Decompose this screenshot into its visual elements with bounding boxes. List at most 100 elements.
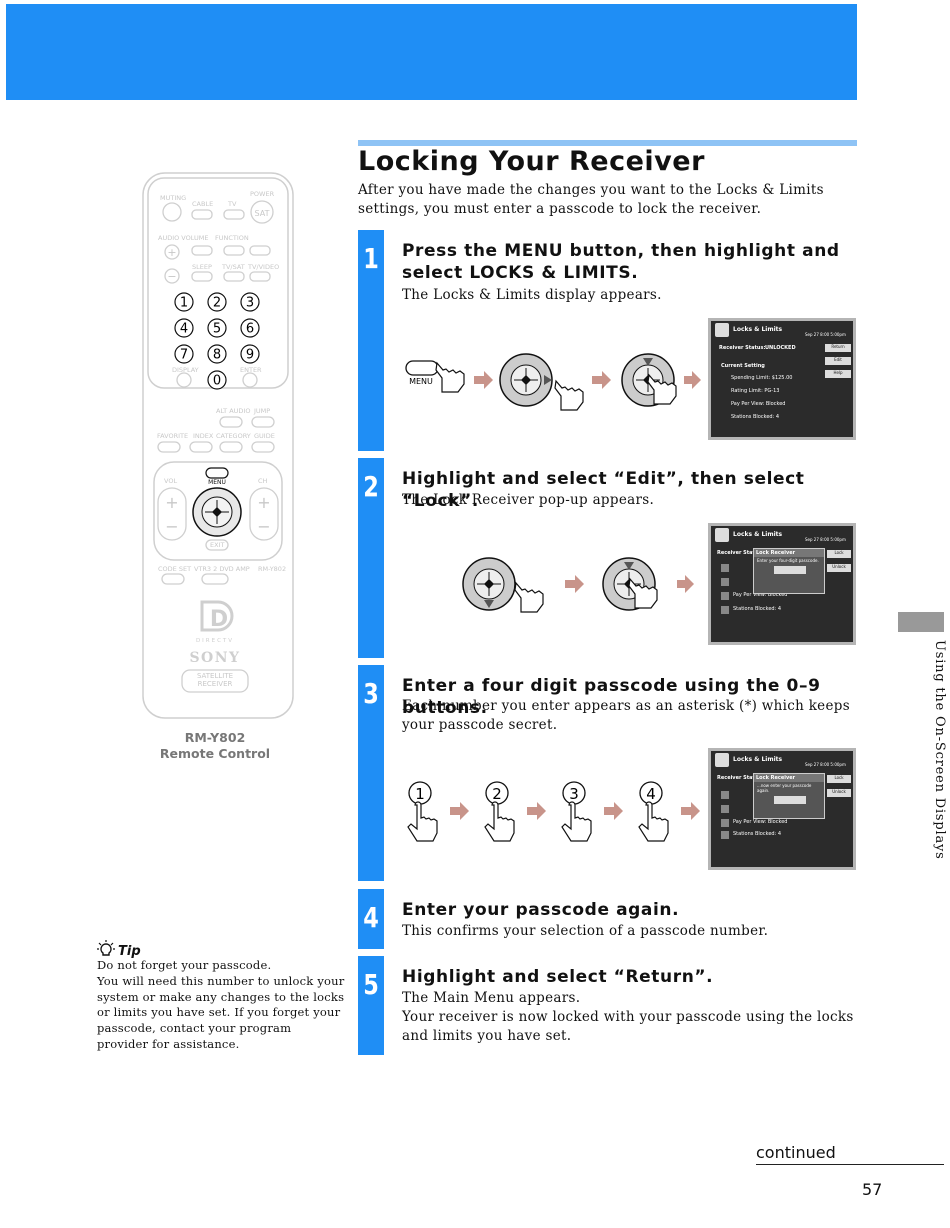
arrow-right-icon [565, 575, 584, 593]
svg-text:+: + [167, 246, 176, 259]
remote-digit-button [207, 292, 227, 312]
page-number: 57 [862, 1180, 883, 1199]
remote-digit-button [174, 344, 194, 364]
tvsat-label: TV/SAT [221, 263, 245, 271]
ppv-value: Blocked [767, 592, 788, 598]
section-label: Using the On-Screen Displays [932, 640, 947, 860]
codeset-label: CODE SET [158, 565, 191, 573]
checkbox-icon [721, 819, 729, 827]
remote-label: Remote Control [159, 746, 271, 761]
spending-label: Spending Limit: [731, 375, 771, 381]
lightbulb-icon [97, 940, 115, 956]
pointing-hand-icon [407, 801, 438, 842]
screen-header: Locks & Limits [733, 756, 783, 763]
section-tab [898, 612, 944, 632]
satellite-receiver-label: SATELLITE RECEIVER [196, 672, 234, 688]
index-label: INDEX [193, 432, 214, 440]
step-5-title: Highlight and select “Return”. [402, 967, 714, 987]
tvvideo-label: TV/VIDEO [247, 263, 279, 271]
help-button[interactable]: Help [825, 370, 851, 378]
checkbox-icon [721, 606, 729, 614]
screen-ppv: Pay Per View: Blocked [731, 401, 785, 407]
lock-receiver-popup: Lock Receiver ...now enter your passcode… [753, 773, 825, 819]
checkbox-icon [721, 805, 729, 813]
step-4-number: 4 [363, 901, 379, 934]
remote-digit-label: 9 [246, 348, 254, 363]
screen-rating: Rating Limit: PG-13 [731, 388, 779, 394]
jump-label: JUMP [253, 407, 270, 415]
checkbox-icon [721, 564, 729, 572]
ch-label: CH [258, 477, 268, 485]
sleep-label: SLEEP [192, 263, 212, 271]
step-2-illustration [462, 557, 694, 613]
favorite-label: FAVORITE [157, 432, 188, 440]
step-2-number: 2 [363, 470, 379, 503]
remote-digit-label: 7 [180, 348, 188, 363]
lock-button[interactable]: Lock [827, 775, 851, 783]
alt-audio-label: ALT AUDIO [216, 407, 250, 415]
pointing-hand-icon [628, 577, 658, 609]
step-1-desc: The Locks & Limits display appears. [402, 287, 662, 303]
exit-label: EXIT [210, 541, 224, 549]
locks-limits-screen-1: Locks & Limits Sep 27 8:00 5:00pm Receiv… [708, 318, 856, 440]
svg-text:+: + [257, 493, 270, 512]
checkbox-icon [721, 791, 729, 799]
arrow-right-icon [684, 371, 701, 389]
screen-header: Locks & Limits [733, 326, 783, 333]
continued-label: continued [756, 1143, 944, 1165]
remote-digit-button [174, 318, 194, 338]
screen-datetime: Sep 27 8:00 5:00pm [805, 332, 846, 337]
vtr-label: VTR3 2 DVD AMP [194, 565, 250, 573]
return-button[interactable]: Return [825, 344, 851, 352]
rating-value: PG-13 [764, 388, 780, 394]
pointing-hand-icon [435, 361, 465, 393]
passcode-field[interactable] [774, 566, 806, 574]
remote-caption: RM-Y802 Remote Control [150, 730, 280, 762]
arrow-right-icon [474, 371, 493, 389]
stations-label: Stations Blocked: [733, 606, 777, 612]
passcode-field[interactable] [774, 796, 806, 804]
remote-digit-label: 3 [246, 296, 254, 311]
lock-receiver-popup: Lock Receiver Enter your four-digit pass… [753, 548, 825, 594]
svg-text:−: − [257, 517, 270, 536]
remote-digit-button [207, 344, 227, 364]
svg-text:−: − [167, 270, 176, 283]
sony-logo: SONY [189, 650, 240, 666]
screen-receiver-status: Receiver Status: [717, 775, 764, 781]
display-label: DISPLAY [172, 366, 199, 374]
remote-digit-label: 2 [213, 296, 221, 311]
audio-volume-label: AUDIO VOLUME [158, 234, 209, 242]
popup-message: Enter your four-digit passcode. [757, 558, 819, 563]
screen-stations: Stations Blocked: 4 [731, 414, 779, 420]
step-4-title: Enter your passcode again. [402, 900, 680, 920]
screen-status-value: UNLOCKED [765, 345, 796, 351]
arrow-right-icon [604, 802, 623, 820]
guide-label: GUIDE [254, 432, 275, 440]
cable-label: CABLE [192, 200, 213, 208]
remote-menu-label: MENU [208, 479, 226, 486]
ppv-value: Blocked [765, 401, 786, 407]
checkbox-icon [721, 592, 729, 600]
step-5-number: 5 [363, 968, 379, 1001]
muting-label: MUTING [160, 194, 186, 202]
unlock-button[interactable]: Unlock [827, 564, 851, 572]
remote-digit-button [240, 292, 260, 312]
arrow-right-icon [681, 802, 700, 820]
screen-spending: Spending Limit: $125.00 [731, 375, 792, 381]
lock-receiver-screen: Locks & Limits Sep 27 8:00 5:00pm Receiv… [708, 523, 856, 645]
lock-button[interactable]: Lock [827, 550, 851, 558]
lock-icon [715, 323, 729, 337]
screen-stations: Stations Blocked: 4 [733, 831, 781, 837]
tip-body: Do not forget your passcode. You will ne… [97, 958, 345, 1053]
screen-current-setting: Current Setting [721, 363, 765, 369]
step-3-bar: 3 [358, 665, 384, 881]
tip-line-2: You will need this number to unlock your… [97, 973, 345, 1051]
ppv-value: Blocked [767, 819, 788, 825]
remote-digit-button [207, 370, 227, 390]
digit-label: 1 [415, 785, 425, 803]
unlock-button[interactable]: Unlock [827, 789, 851, 797]
edit-button[interactable]: Edit [825, 357, 851, 365]
remote-digit-label: 0 [213, 374, 221, 389]
step-1-title: Press the MENU button, then highlight an… [402, 241, 840, 283]
